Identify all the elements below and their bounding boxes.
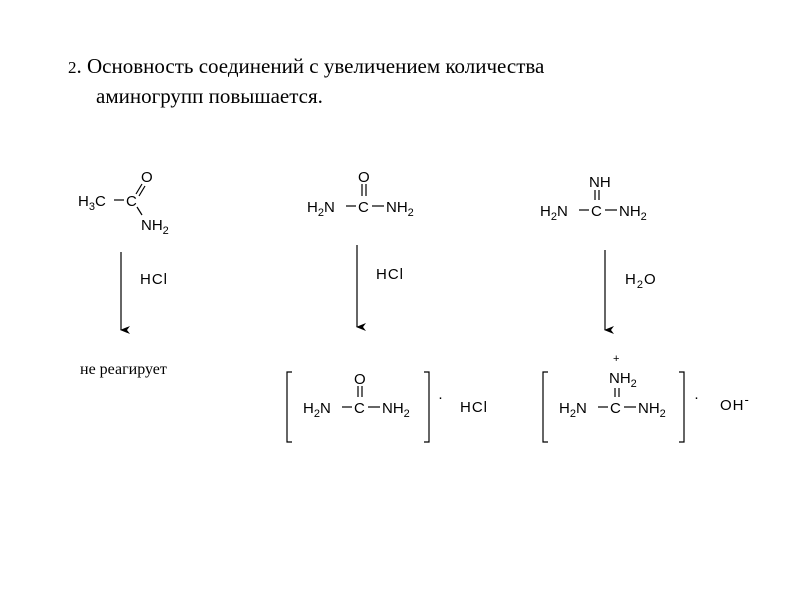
hydroxide-ion: OH-: [720, 392, 750, 414]
heading-line1: . Основность соединений с увеличением ко…: [76, 54, 545, 78]
urea-oxygen: O: [358, 169, 370, 186]
acetamide-structure: H3C C O NH2: [78, 169, 169, 237]
urea-product-salt: HCl: [460, 399, 488, 416]
guanidinium-product: + NH2 H2N C NH2 · OH-: [542, 353, 750, 443]
guanidine-reagent: H2O: [625, 271, 657, 291]
guanidine-structure: H2N C NH NH2: [540, 174, 647, 223]
guanidine-imine: NH: [589, 174, 611, 191]
guanidine-left-amine: H2N: [540, 203, 568, 223]
guanidinium-left-bracket: [542, 371, 548, 443]
urea-product: H2N C O NH2 · HCl: [286, 371, 488, 443]
guanidinium-right-bracket: [679, 371, 685, 443]
urea-product-left-bracket: [286, 371, 292, 443]
acetamide-amine: NH2: [141, 217, 169, 237]
urea-product-right-amine: NH2: [382, 400, 410, 420]
guanidinium-top-amine: NH2: [609, 370, 637, 390]
acetamide-ch3: H3C: [78, 193, 106, 213]
urea-right-amine: NH2: [386, 199, 414, 219]
acetamide-reagent: HCl: [140, 271, 168, 288]
urea-carbon: C: [358, 199, 369, 216]
guanidine-carbon: C: [591, 203, 602, 220]
urea-left-amine: H2N: [307, 199, 335, 219]
acetamide-result: не реагирует: [80, 361, 167, 378]
acetamide-oxygen: O: [141, 169, 153, 186]
urea-product-dot: ·: [438, 389, 443, 406]
acetamide-bond-co-1: [135, 183, 143, 195]
guanidinium-left-amine: H2N: [559, 400, 587, 420]
urea-structure: H2N C O NH2: [307, 169, 414, 219]
guanidine-right-amine: NH2: [619, 203, 647, 223]
acetamide-carbonyl-c: C: [126, 193, 137, 210]
heading-line2: аминогрупп повышается.: [96, 84, 323, 108]
guanidinium-right-amine: NH2: [638, 400, 666, 420]
urea-reagent: HCl: [376, 266, 404, 283]
urea-product-oxygen: O: [354, 371, 366, 388]
heading-number: 2: [68, 58, 77, 77]
acetamide-bond-co-2: [138, 185, 146, 197]
urea-product-right-bracket: [424, 371, 430, 443]
guanidinium-carbon: C: [610, 400, 621, 417]
acetamide-bond-cn: [136, 206, 143, 216]
guanidinium-plus-charge: +: [613, 353, 619, 365]
urea-product-carbon: C: [354, 400, 365, 417]
urea-product-left-amine: H2N: [303, 400, 331, 420]
heading: 2. Основность соединений с увеличением к…: [68, 52, 768, 111]
guanidinium-dot: ·: [694, 389, 699, 406]
